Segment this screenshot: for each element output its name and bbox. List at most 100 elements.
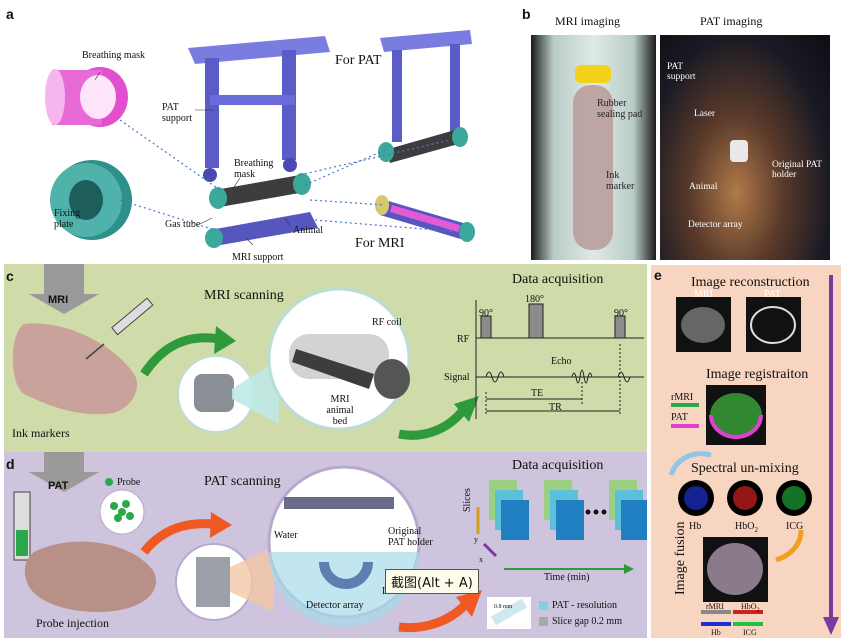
green-curved-arrow-1 — [140, 333, 220, 377]
registration-title: Image registraiton — [706, 367, 809, 382]
hbo2-label: HbO2 — [735, 521, 758, 534]
rf-coil-label: RF coil — [372, 317, 402, 328]
pat-recon-label: PAT — [764, 289, 781, 300]
detector-array-d-label: Detector array — [306, 600, 364, 611]
deg180-label: 180° — [525, 294, 544, 305]
signal-axis-label: Signal — [444, 372, 470, 383]
pulse-sequence — [475, 300, 644, 419]
icg-label: ICG — [786, 521, 804, 532]
fixing-plate-3d — [50, 160, 132, 240]
pat-photo — [660, 35, 830, 260]
animal-cylinder-main — [205, 173, 318, 248]
mri-bed-label: MRI animal bed — [326, 394, 354, 427]
ink-marker-label: Ink marker — [606, 170, 635, 192]
breathing-mask-label: Breathing mask — [82, 50, 146, 61]
mouse-shape-d — [24, 541, 156, 612]
connector-lines — [119, 119, 461, 233]
f-hbo2-label: HbO2 — [741, 602, 760, 614]
for-pat-label: For PAT — [335, 53, 382, 68]
fusion-title: Image fusion — [673, 521, 688, 595]
mri-cylinder-right — [375, 195, 475, 242]
mri-recon-label: MRI — [694, 289, 713, 300]
time-label: Time (min) — [544, 572, 590, 583]
laser-label: Laser — [694, 109, 716, 119]
orange-curved-arrow-2 — [398, 600, 470, 633]
hb-label: Hb — [689, 521, 702, 532]
mouse-shape — [12, 323, 138, 415]
legend-gap: Slice gap 0.2 mm — [539, 616, 622, 627]
slice-stacks — [489, 480, 647, 540]
f-icg-label: ICG — [743, 628, 757, 637]
data-acq-title-d: Data acquisition — [512, 458, 604, 473]
panel-c-label: c — [6, 268, 14, 284]
panel-e-label: e — [654, 267, 662, 283]
fixing-plate-label: Fixing plate — [54, 208, 81, 230]
pat-scanning-title: PAT scanning — [204, 474, 281, 489]
panel-e-illustration — [668, 275, 839, 635]
legend-pat-swatch — [539, 601, 548, 611]
scale-label: 0.8 mm — [494, 604, 513, 610]
mri-photo — [531, 35, 656, 260]
rubber-pad-shape — [575, 65, 611, 83]
recon-title: Image reconstruction — [691, 275, 810, 290]
legend-gap-swatch — [539, 617, 548, 627]
te-label: TE — [531, 388, 544, 399]
f-hb-label: Hb — [711, 628, 721, 637]
pat-arrow-label: PAT — [48, 480, 69, 492]
mri-down-arrow — [29, 264, 99, 314]
mri-support-label: MRI support — [232, 252, 284, 263]
rubber-pad-label: Rubber sealing pad — [597, 98, 643, 120]
pat-support-photo-label: PAT support — [667, 62, 696, 82]
y-label: y — [474, 535, 478, 544]
green-curved-arrow-2 — [398, 406, 468, 440]
orange-curved-arrow-e — [775, 529, 804, 563]
pat-support-right — [378, 30, 472, 163]
panel-d-label: d — [6, 456, 15, 472]
pat-support-main — [188, 36, 330, 182]
water-label: Water — [274, 530, 298, 541]
probe-label: Probe — [117, 477, 141, 488]
pat-imaging-title: PAT imaging — [700, 14, 763, 28]
ink-markers-label: Ink markers — [12, 426, 70, 440]
pat-down-arrow — [29, 452, 99, 492]
mri-scanning-title: MRI scanning — [204, 288, 284, 303]
original-holder-label: Original PAT holder — [772, 160, 822, 180]
probe-legend-dot — [105, 478, 113, 486]
legend-pat: PAT - resolution — [539, 600, 617, 611]
breathing-mask-3d — [45, 67, 128, 127]
orange-curved-arrow-1 — [140, 519, 215, 555]
blue-curved-arrow — [668, 451, 712, 476]
probe-injection-label: Probe injection — [36, 616, 109, 630]
f-rmri-label: rMRI — [706, 602, 724, 611]
panel-a-illustration — [45, 30, 475, 248]
unmixing-title: Spectral un-mixing — [691, 461, 799, 476]
animal-photo-label: Animal — [689, 182, 718, 192]
panel-d: d — [4, 452, 647, 638]
mri-arrow-label: MRI — [48, 294, 69, 306]
callout-lines — [94, 71, 291, 246]
panel-d-illustration — [13, 452, 647, 633]
breathing-mask-label-2: Breathing mask — [234, 158, 274, 180]
panel-a-label: a — [6, 6, 14, 22]
mri-imaging-title: MRI imaging — [555, 14, 620, 28]
rmri-label: rMRI — [671, 392, 694, 403]
animal-shape — [730, 140, 748, 162]
animal-label: Animal — [293, 225, 323, 236]
deg90a-label: 90° — [479, 308, 493, 319]
panel-c: c — [4, 264, 647, 452]
for-mri-label: For MRI — [355, 236, 405, 251]
panel-c-illustration — [12, 264, 644, 440]
data-acq-title-c: Data acquisition — [512, 272, 604, 287]
echo-label: Echo — [551, 356, 572, 367]
tr-label: TR — [549, 402, 562, 413]
deg90b-label: 90° — [614, 308, 628, 319]
screenshot-tooltip: 截图(Alt + A) — [385, 569, 479, 594]
pat2-label: PAT — [671, 412, 688, 423]
slices-label: Slices — [462, 488, 473, 512]
panel-e: e Image reconstruction MRI PAT Image reg… — [651, 265, 841, 638]
panel-b-label: b — [522, 6, 531, 22]
rf-axis-label: RF — [457, 334, 470, 345]
pat-support-label: PAT support — [162, 102, 192, 124]
syringe-icon — [85, 297, 154, 360]
original-holder-d-label: Original PAT holder — [388, 526, 433, 548]
